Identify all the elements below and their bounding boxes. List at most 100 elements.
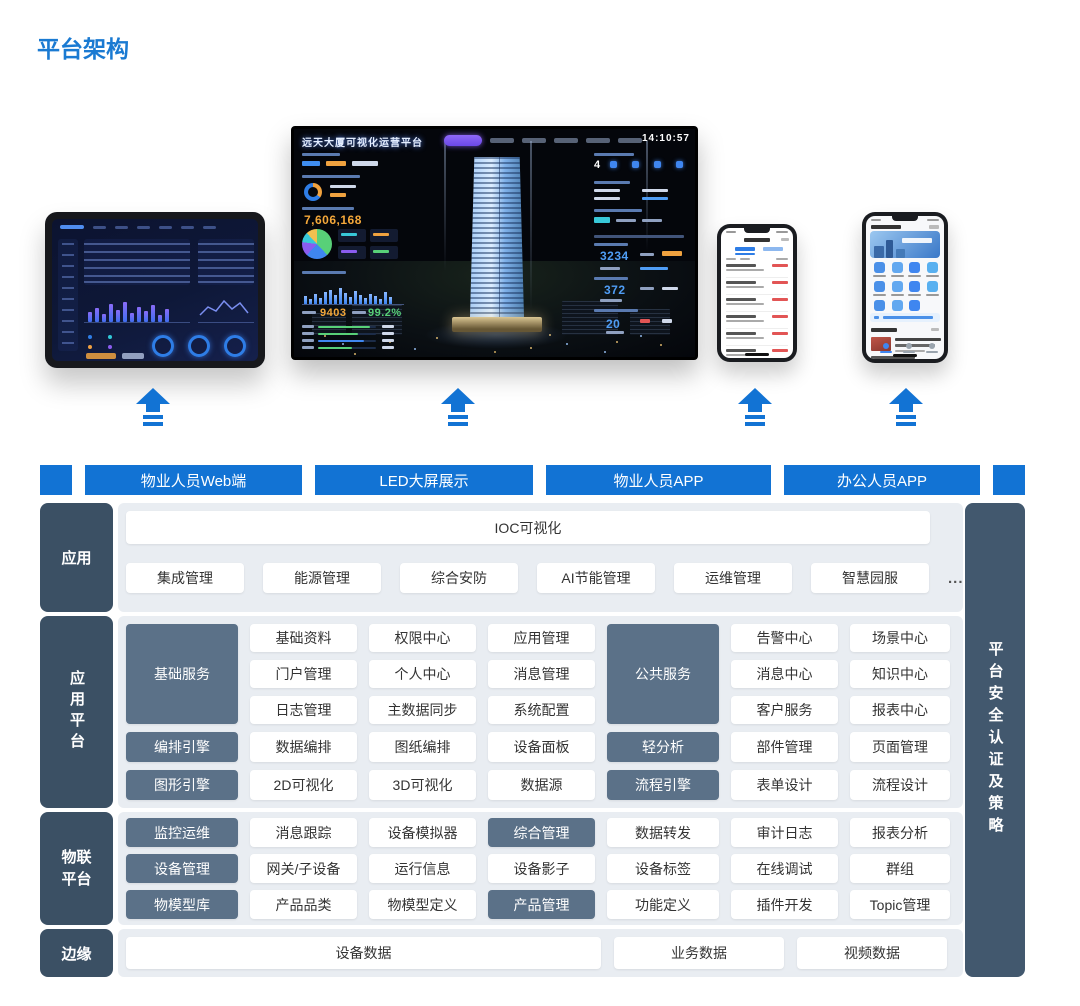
tab-icon (929, 343, 935, 349)
module-box: 消息跟踪 (250, 818, 357, 847)
tabbar-item (876, 343, 896, 353)
header-icons (781, 238, 789, 241)
progress-row (302, 325, 402, 329)
app-icon (874, 300, 886, 311)
arrow-bar (448, 415, 468, 419)
mini-icon (654, 161, 661, 168)
app-platform-panel: 基础服务公共服务基础资料权限中心应用管理告警中心场景中心门户管理个人中心消息管理… (118, 616, 963, 808)
chart-bar (354, 291, 357, 304)
group-header: 综合管理 (488, 818, 595, 847)
module-box: 设备影子 (488, 854, 595, 883)
stat-bar (594, 189, 620, 192)
icon-label-bar (908, 275, 922, 277)
stat-bar (606, 331, 624, 334)
chart-bar (165, 309, 169, 322)
stat-bar (662, 319, 672, 323)
nav-item-bar (115, 225, 128, 229)
module-box: 场景中心 (850, 624, 950, 652)
mini-icon (676, 161, 683, 168)
quick-entry-item (889, 281, 907, 296)
item-title-bar (726, 298, 756, 301)
group-header: 流程引擎 (607, 770, 719, 800)
module-box: 报表中心 (850, 696, 950, 724)
nav-item-bar (159, 225, 172, 229)
filter-bar (776, 258, 788, 260)
mini-icon (610, 161, 617, 168)
list-item (726, 312, 788, 329)
stat-label-bar (352, 311, 366, 314)
nav-tab (618, 138, 642, 143)
icon-label-bar (890, 294, 904, 296)
building (630, 309, 670, 335)
module-box: 集成管理 (126, 563, 244, 593)
banner-building (874, 246, 884, 258)
led-title: 远天大厦可视化运营平台 (302, 138, 423, 149)
legend-dot (108, 345, 112, 349)
energy-total-number: 7,606,168 (304, 213, 362, 227)
item-title-bar (726, 332, 756, 335)
dashboard-sidebar (58, 239, 78, 351)
panel-label-bar (594, 309, 638, 312)
stat-bar (662, 287, 678, 290)
quick-entry-grid (871, 262, 941, 319)
gauge-ring (152, 335, 174, 357)
arrow-bar (143, 415, 163, 419)
item-title-bar (726, 349, 756, 352)
dashboard-topbar (60, 223, 250, 231)
module-box-ioc: IOC可视化 (126, 511, 930, 544)
chart-bar (379, 299, 382, 304)
legend-dot (108, 335, 112, 339)
item-title-bar (726, 315, 756, 318)
statusbar-time (871, 219, 881, 221)
panel-label-bar (302, 175, 360, 178)
stat-bar (373, 250, 389, 253)
module-box: 网关/子设备 (250, 854, 357, 883)
stat-bar (302, 161, 320, 166)
chart-bar (95, 308, 99, 322)
module-box: 综合安防 (400, 563, 518, 593)
dashboard-table-left (84, 239, 190, 285)
progress-fill (318, 347, 352, 349)
module-box: 知识中心 (850, 660, 950, 688)
panel-label-bar (302, 271, 346, 274)
page-title: 平台架构 (37, 36, 129, 62)
led-screen-device: 远天大厦可视化运营平台 14:10:57 7,606,168 (291, 126, 698, 360)
property-app-device (717, 224, 797, 362)
tab-label-bar (903, 351, 915, 353)
group-header-public-services: 公共服务 (607, 624, 719, 724)
progress-label-bar (302, 332, 314, 335)
group-header: 编排引擎 (126, 732, 238, 762)
module-box: 产品品类 (250, 890, 357, 919)
security-policy-rail: 平台安全认证及策略 (965, 503, 1025, 977)
channel-label-3: 办公人员APP (784, 465, 980, 495)
arrow-bar (745, 415, 765, 419)
chart-bar (364, 298, 367, 304)
nav-item-bar (181, 225, 194, 229)
stat-bar (640, 319, 650, 323)
module-box: 门户管理 (250, 660, 357, 688)
light-beam (646, 141, 648, 251)
chart-bar (329, 290, 332, 304)
stat-number-bar (86, 353, 116, 359)
chart-bar (324, 292, 327, 304)
progress-value-bar (382, 332, 394, 335)
gauge-ring (304, 183, 322, 201)
item-sub-bar (726, 286, 764, 288)
property-app-screen (721, 228, 793, 358)
nav-tab (586, 138, 610, 143)
progress-label-bar (302, 346, 314, 349)
arrow-stem (451, 404, 465, 412)
section-more-bar (931, 328, 939, 331)
item-time-bar (772, 281, 788, 284)
module-box: 设备模拟器 (369, 818, 476, 847)
chart-bar (130, 313, 134, 322)
app-icon (891, 300, 903, 311)
device-alarm-number: 20 (606, 317, 621, 331)
light-beam (444, 141, 446, 271)
phone-notch (744, 228, 770, 233)
tab-underline (735, 253, 755, 255)
tower-podium (452, 317, 542, 332)
group-header: 物模型库 (126, 890, 238, 919)
chart-bar (137, 307, 141, 322)
